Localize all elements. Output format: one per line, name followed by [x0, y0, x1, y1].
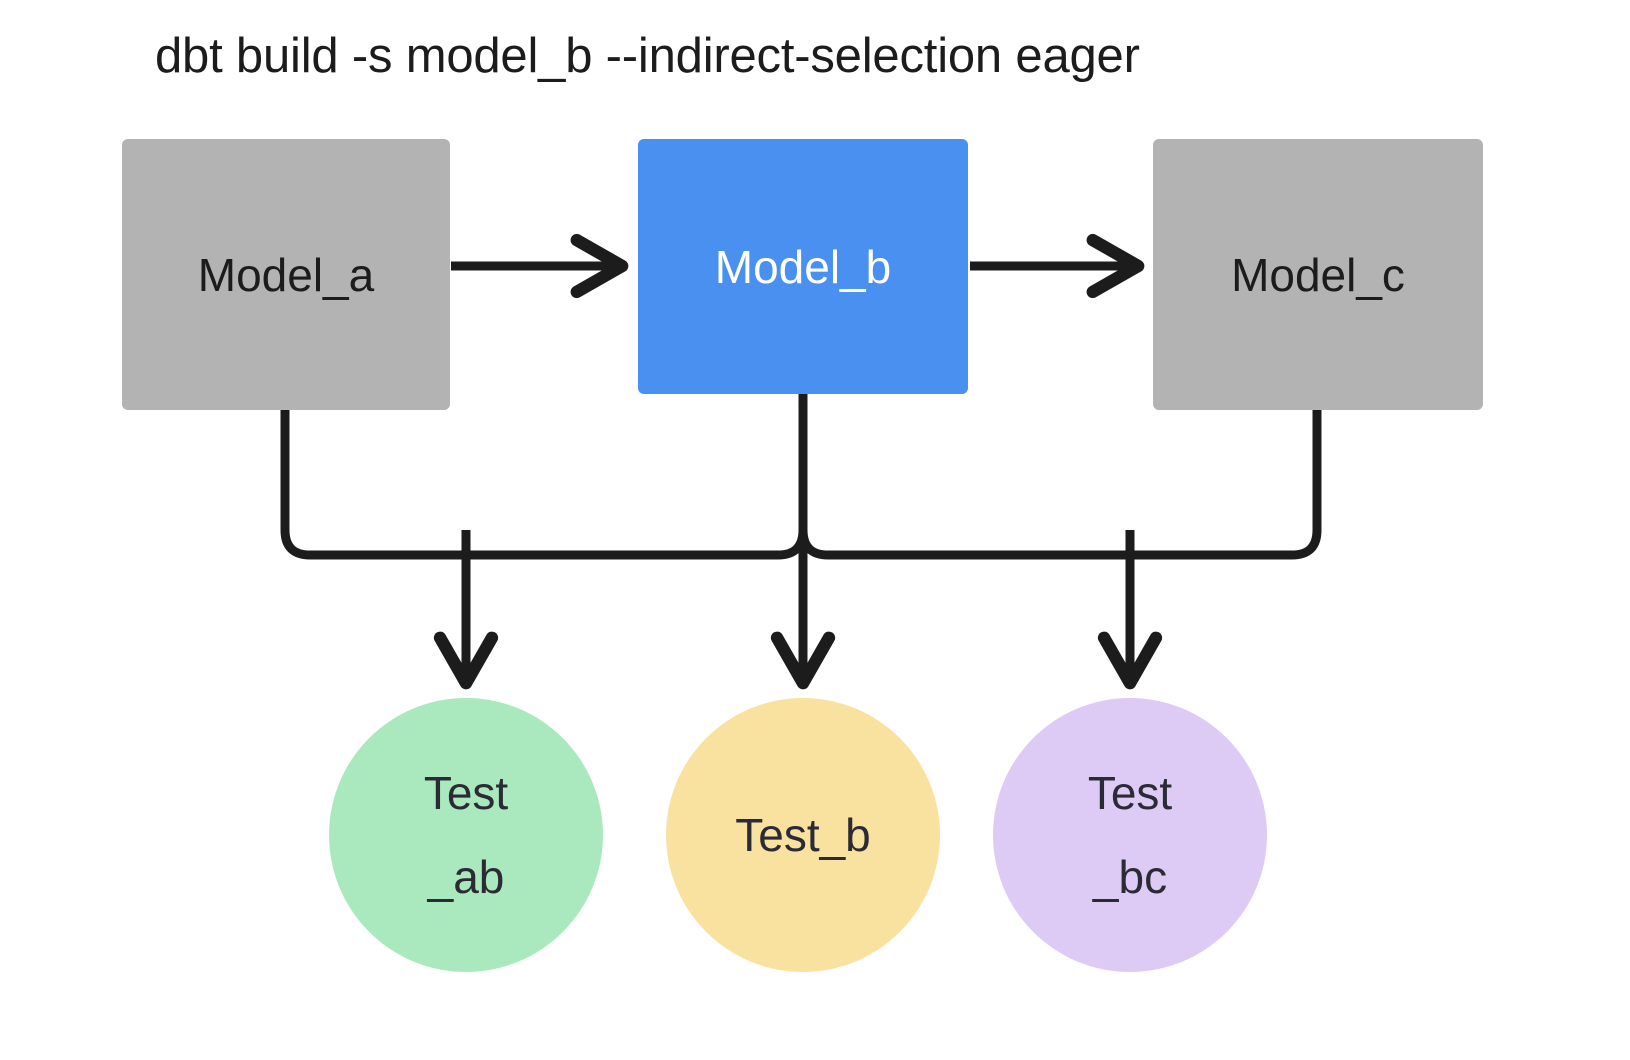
node-test-ab[interactable]: Test _ab: [329, 698, 603, 972]
node-test-ab-label-line1: Test: [423, 767, 509, 819]
node-model-b-label: Model_b: [714, 240, 892, 293]
node-test-b-label-line1: Test_b: [735, 809, 871, 861]
edge-model-b-to-test-ab: [466, 394, 808, 560]
node-model-a[interactable]: Model_a: [122, 139, 450, 410]
edge-model-c-to-test-bc: [1130, 410, 1322, 560]
edge-model-a-to-test-ab: [280, 410, 466, 560]
diagram-title: dbt build -s model_b --indirect-selectio…: [155, 29, 1140, 83]
node-test-bc-label-line2: _bc: [1092, 851, 1168, 903]
edge-model-b-to-test-bc: [798, 394, 1130, 560]
node-test-bc-label-line1: Test: [1087, 767, 1173, 819]
node-test-ab-label-line2: _ab: [427, 851, 505, 903]
node-test-bc[interactable]: Test _bc: [993, 698, 1267, 972]
node-model-a-label: Model_a: [197, 248, 375, 301]
node-model-c-label: Model_c: [1231, 248, 1405, 301]
node-model-c[interactable]: Model_c: [1153, 139, 1483, 410]
node-model-b[interactable]: Model_b: [638, 139, 968, 394]
node-test-b[interactable]: Test_b: [666, 698, 940, 972]
